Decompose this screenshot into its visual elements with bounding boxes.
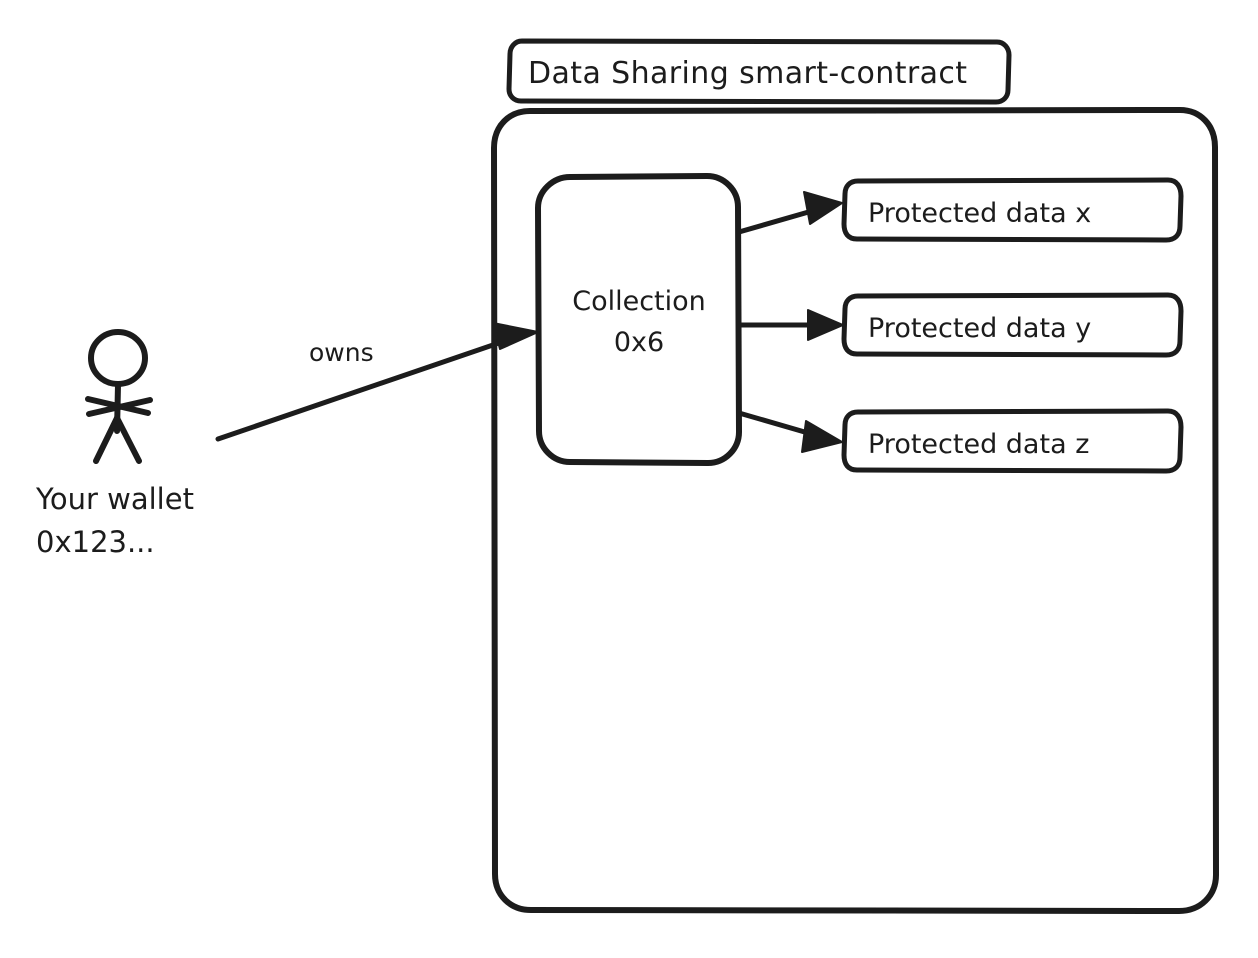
smart-contract-title-box: Data Sharing smart-contract [506,38,1012,105]
stick-figure-person-icon [85,329,153,464]
protected-data-node-y: Protected data y [841,292,1184,358]
collection-to-data-x-arrow [736,191,843,235]
wallet-label-line-2: 0x123... [36,525,155,559]
smart-contract-container [491,107,1219,914]
owns-relation-arrow: owns [215,322,539,442]
protected-data-node-z: Protected data z [841,408,1184,474]
protected-data-label-y: Protected data y [868,313,1091,344]
collection-node: Collection 0x6 [535,173,742,466]
collection-label-line-2: 0x6 [614,327,664,358]
smart-contract-title: Data Sharing smart-contract [528,56,967,91]
wallet-actor: Your wallet 0x123... [35,329,194,559]
protected-data-label-x: Protected data x [868,198,1091,229]
protected-data-node-x: Protected data x [841,177,1184,243]
protected-data-label-z: Protected data z [868,429,1089,460]
collection-to-data-z-arrow [736,410,843,453]
collection-to-data-y-arrow [736,309,844,341]
collection-label-line-1: Collection [572,286,706,317]
wallet-label-line-1: Your wallet [35,482,194,516]
owns-relation-label: owns [309,338,374,367]
